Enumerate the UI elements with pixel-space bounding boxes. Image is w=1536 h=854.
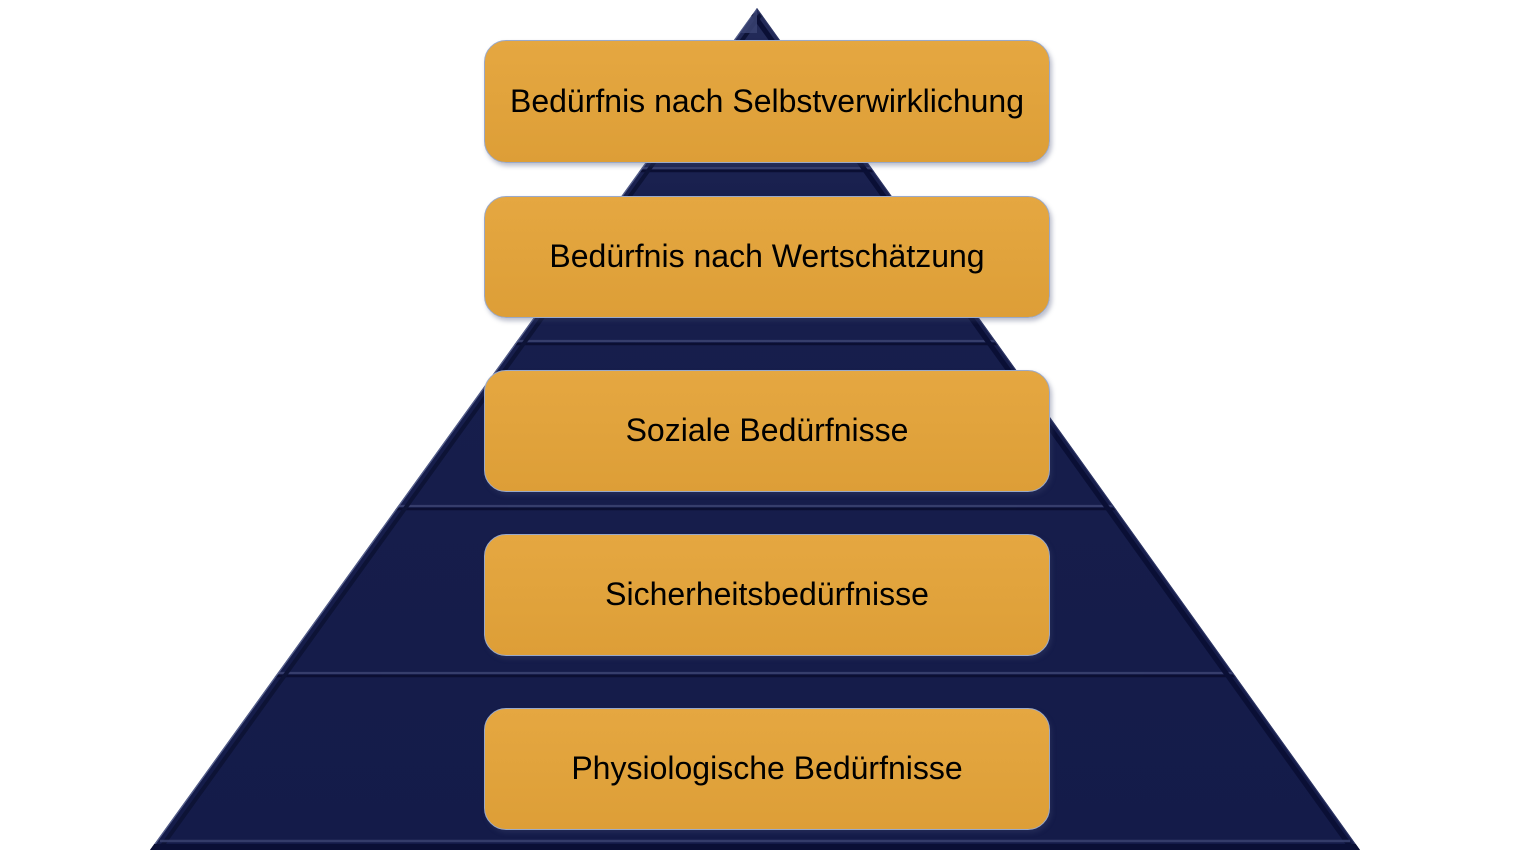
level-box-sicherheitsbeduerfnisse: Sicherheitsbedürfnisse xyxy=(484,534,1050,656)
level-box-physiologische-beduerfnisse: Physiologische Bedürfnisse xyxy=(484,708,1050,830)
level-box-wertschaetzung: Bedürfnis nach Wertschätzung xyxy=(484,196,1050,318)
level-label: Bedürfnis nach Wertschätzung xyxy=(549,238,985,275)
level-box-selbstverwirklichung: Bedürfnis nach Selbstverwirklichung xyxy=(484,40,1050,163)
level-box-soziale-beduerfnisse: Soziale Bedürfnisse xyxy=(484,370,1050,492)
level-label: Soziale Bedürfnisse xyxy=(625,412,909,449)
pyramid-bottom-bevel xyxy=(150,839,1360,850)
level-label: Sicherheitsbedürfnisse xyxy=(605,576,929,613)
pyramid-apex-highlight xyxy=(740,9,757,33)
level-label: Bedürfnis nach Selbstverwirklichung xyxy=(509,82,1025,119)
level-label: Physiologische Bedürfnisse xyxy=(571,750,963,787)
